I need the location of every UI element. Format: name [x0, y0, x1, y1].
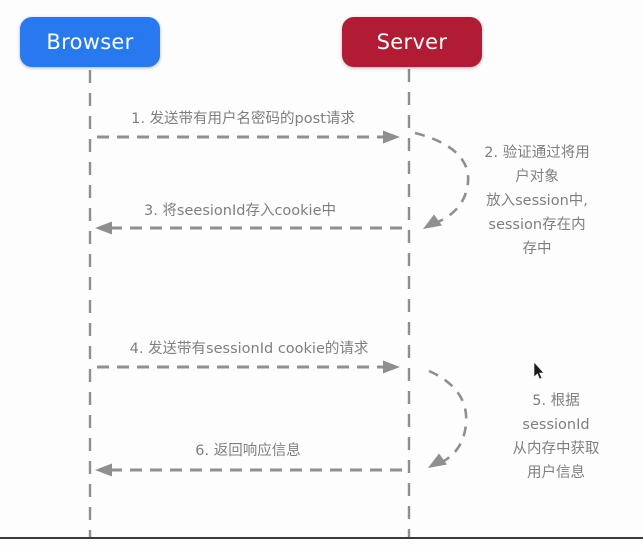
- message-6-label: 6. 返回响应信息: [195, 443, 301, 459]
- message-4-label: 4. 发送带有sessionId cookie的请求: [129, 341, 369, 357]
- message-2-arrowhead-icon: [423, 214, 442, 229]
- actor-label-server: Server: [376, 30, 448, 54]
- message-1-arrowhead-right-icon: [383, 130, 400, 144]
- message-5-label: 5. 根据sessionId 从内存中获取用户信息: [512, 393, 600, 481]
- actor-label-browser: Browser: [46, 30, 134, 54]
- message-2-self-loop: [414, 131, 470, 226]
- message-1-label: 1. 发送带有用户名密码的post请求: [131, 111, 355, 127]
- mouse-cursor-icon: [533, 361, 545, 380]
- actor-box-server: Server: [342, 17, 482, 67]
- actor-box-browser: Browser: [20, 17, 160, 67]
- message-4-arrowhead-right-icon: [383, 360, 400, 374]
- message-5-arrowhead-icon: [428, 453, 447, 468]
- message-6-arrowhead-left-icon: [95, 463, 112, 477]
- message-2-label: 2. 验证通过将用户对象 放入session中, session存在内存中: [484, 145, 590, 257]
- message-3-label: 3. 将seesionId存入cookie中: [143, 203, 337, 219]
- message-5-self-loop: [428, 369, 468, 466]
- message-3-arrowhead-left-icon: [95, 221, 112, 235]
